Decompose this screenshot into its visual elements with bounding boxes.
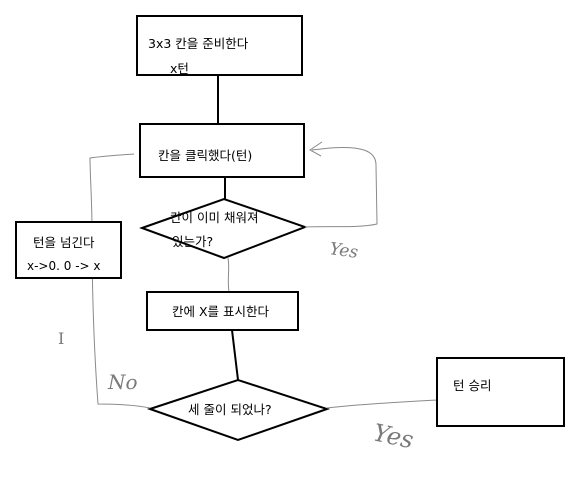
node-pass-turn-line1: 턴을 넘긴다 [33, 235, 95, 250]
node-win-label: 턴 승리 [453, 378, 491, 393]
label-yes-three-line: Yes [371, 418, 416, 454]
node-mark-box [146, 291, 299, 331]
node-click: 칸을 클릭했다(턴) [139, 123, 305, 178]
node-prepare-line1: 3x3 칸을 준비한다 [148, 36, 249, 51]
path-yes-three-line-line [326, 399, 438, 409]
node-prepare-box [136, 15, 303, 76]
node-click-label: 칸을 클릭했다(턴) [158, 148, 252, 163]
node-filled-line1: 칸이 이미 채워져 [170, 210, 258, 225]
connector-mark-threeline [231, 329, 239, 381]
node-pass-turn-box [15, 221, 122, 279]
loop-yes-filled-line [304, 147, 378, 228]
loop-yes-filled: Yes [304, 141, 378, 263]
node-three-line-diamond [146, 378, 331, 442]
node-pass-turn-line2: x->0. 0 -> x [27, 259, 101, 273]
node-prepare-line2: x턴 [170, 61, 189, 76]
path-yes-three-line: Yes [326, 399, 438, 454]
connector-filled-mark [227, 257, 230, 293]
node-mark-label: 칸에 X를 표시한다 [172, 304, 270, 319]
node-filled-line2: 있는가? [172, 234, 213, 249]
node-pass-turn: 턴을 넘긴다 x->0. 0 -> x [15, 221, 122, 279]
node-three-line-label: 세 줄이 되었나? [188, 402, 272, 417]
node-filled-diamond [139, 197, 308, 260]
node-mark: 칸에 X를 표시한다 [146, 291, 299, 331]
node-win: 턴 승리 [436, 357, 565, 427]
node-three-line: 세 줄이 되었나? [146, 378, 331, 442]
cursor-i-mark: I [58, 329, 64, 348]
node-prepare: 3x3 칸을 준비한다 x턴 [136, 15, 303, 76]
label-no-three-line: No [107, 370, 138, 394]
node-click-box [139, 123, 305, 178]
node-filled: 칸이 이미 채워져 있는가? [139, 197, 308, 260]
loop-yes-filled-arrowhead [309, 141, 323, 157]
label-yes-filled: Yes [328, 239, 359, 263]
node-win-box [436, 357, 565, 427]
loop-no-three-line: No [89, 153, 151, 409]
